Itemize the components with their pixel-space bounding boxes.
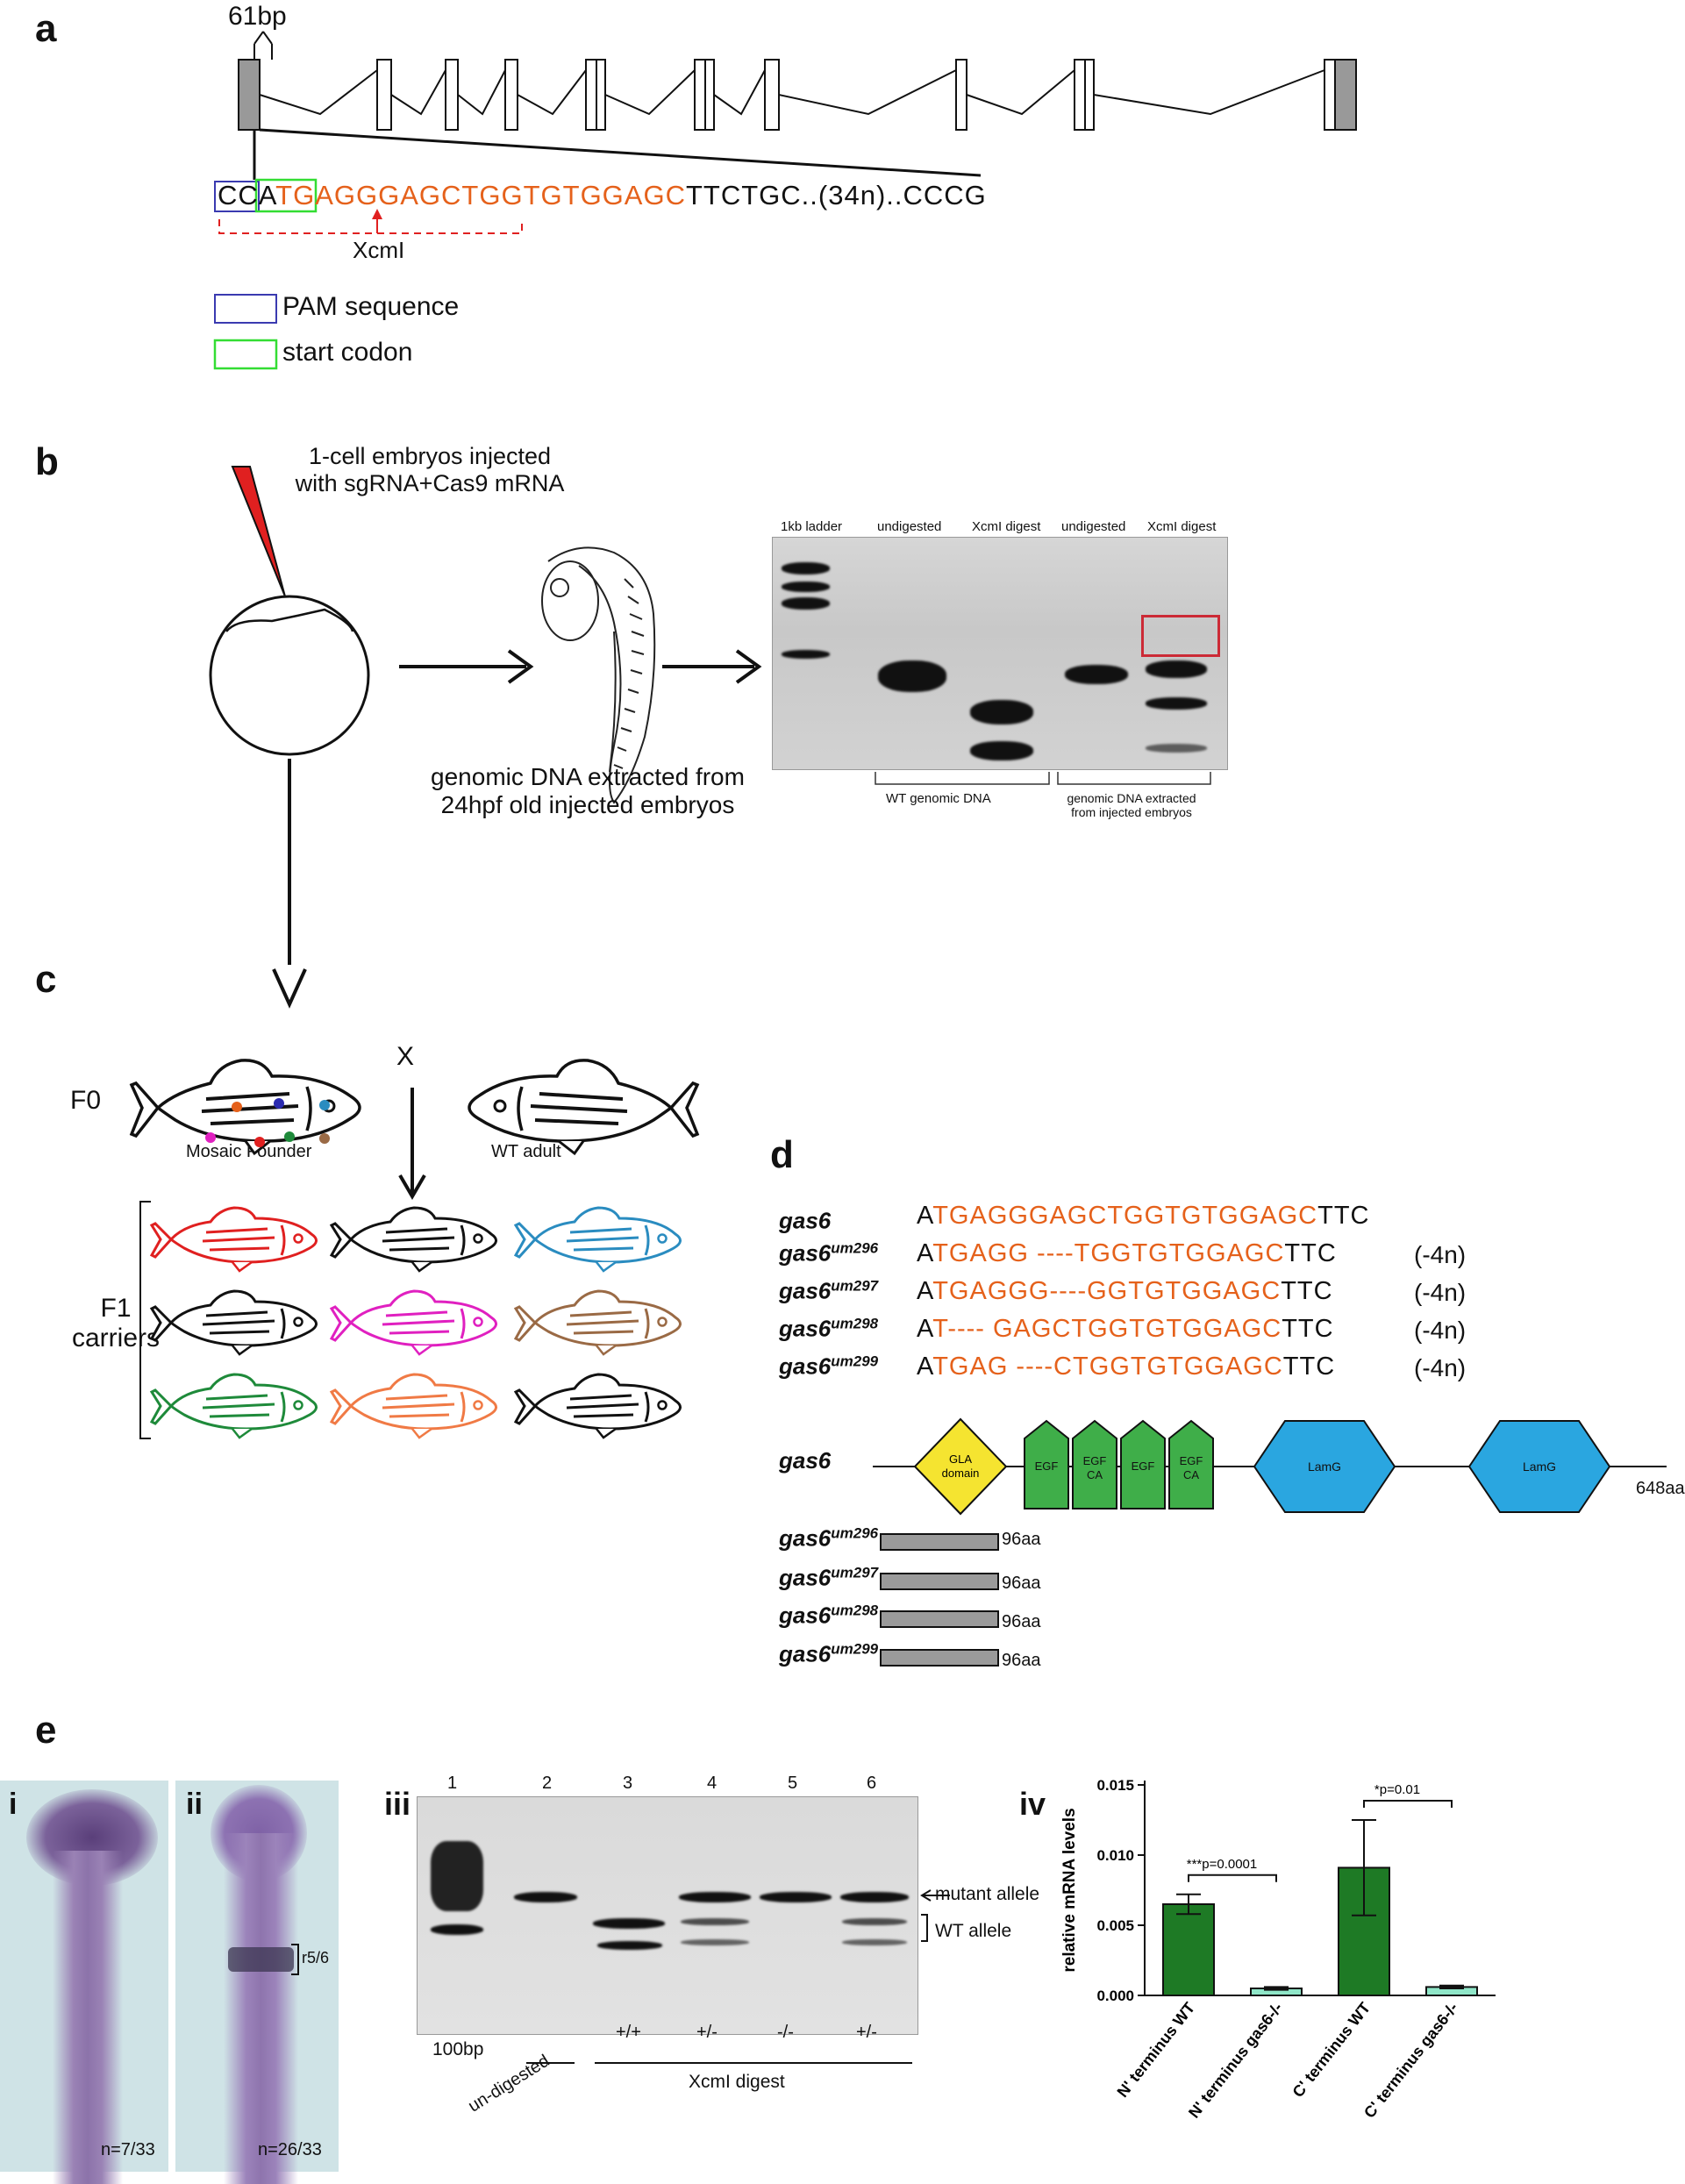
legend-pam-label: PAM sequence bbox=[282, 292, 460, 321]
pam-box bbox=[214, 181, 260, 212]
svg-text:EGF: EGF bbox=[1132, 1460, 1155, 1473]
truncated-row: gas6um297 bbox=[779, 1564, 879, 1591]
bp-label: 61bp bbox=[228, 2, 287, 31]
svg-text:EGF: EGF bbox=[1035, 1460, 1059, 1473]
group-injected: genomic DNA extracted from injected embr… bbox=[1067, 791, 1196, 819]
allele-row: gas6um296 bbox=[779, 1239, 879, 1267]
injection-text: 1-cell embryos injected with sgRNA+Cas9 … bbox=[295, 443, 565, 496]
svg-text:CA: CA bbox=[1087, 1468, 1103, 1481]
target-sequence: CCATGAGGGAGCTGGTGTGGAGCTTCTGC..(34n)..CC… bbox=[218, 180, 987, 211]
legend-pam-box bbox=[214, 294, 277, 324]
svg-text:EGF: EGF bbox=[1180, 1454, 1203, 1467]
24hpf-embryo-sketch bbox=[541, 546, 656, 804]
mutant-allele-label: mutant allele bbox=[935, 1884, 1040, 1904]
allele-row: gas6um297 bbox=[779, 1277, 879, 1304]
egf-domain-2 bbox=[1120, 1419, 1166, 1510]
y-tick-label: 0.010 bbox=[1096, 1847, 1134, 1864]
svg-text:LamG: LamG bbox=[1308, 1460, 1341, 1474]
panel-label-a: a bbox=[35, 7, 57, 50]
xcmi-digest-label: XcmI digest bbox=[689, 2072, 785, 2092]
breeding-diagram bbox=[130, 1058, 699, 1439]
embryo-diagram bbox=[209, 466, 762, 965]
exon-last bbox=[1334, 59, 1357, 131]
extract-text: genomic DNA extracted from 24hpf old inj… bbox=[431, 763, 745, 818]
x-tick-label: N' terminus WT bbox=[1114, 1999, 1199, 2101]
panel-label-d: d bbox=[770, 1133, 794, 1176]
allele-row: gas6um298 bbox=[779, 1315, 879, 1342]
svg-text:GLA: GLA bbox=[949, 1452, 972, 1466]
needle-icon bbox=[231, 466, 286, 597]
protein-domain-diagram: GLA domain EGF EGF CA EGF EGF CA LamG La… bbox=[873, 1417, 1667, 1516]
truncated-row: gas6um296 bbox=[779, 1524, 879, 1552]
significance-label: ***p=0.0001 bbox=[1187, 1857, 1258, 1872]
undigested-label: un-digested bbox=[465, 2051, 553, 2116]
allele-row: gas6 bbox=[779, 1207, 832, 1234]
svg-text:EGF: EGF bbox=[1083, 1454, 1107, 1467]
cross-symbol: X bbox=[396, 1042, 415, 1071]
wt-adult-label: WT adult bbox=[491, 1142, 561, 1161]
start-codon-box bbox=[254, 178, 318, 213]
y-tick-label: 0.005 bbox=[1096, 1917, 1134, 1934]
f1-fish-grid bbox=[150, 1206, 682, 1439]
truncated-bar bbox=[880, 1610, 999, 1628]
f1-label: F1 carriers bbox=[72, 1294, 161, 1353]
gel-b bbox=[772, 537, 1228, 770]
legend-start-label: start codon bbox=[282, 338, 413, 367]
egf-ca-domain-2 bbox=[1168, 1419, 1214, 1510]
truncated-row: gas6um299 bbox=[779, 1640, 879, 1667]
truncated-bar bbox=[880, 1649, 999, 1667]
xcmi-site-bracket bbox=[218, 219, 523, 234]
svg-text:LamG: LamG bbox=[1523, 1460, 1556, 1474]
x-tick-label: C' terminus gas6-/- bbox=[1360, 1999, 1461, 2121]
y-tick-label: 0.015 bbox=[1096, 1777, 1134, 1794]
mosaic-label: Mosaic Founder bbox=[186, 1142, 312, 1161]
n-i: n=7/33 bbox=[101, 2140, 155, 2159]
x-tick-label: C' terminus WT bbox=[1289, 1999, 1374, 2101]
exon-1 bbox=[238, 59, 261, 131]
bar bbox=[1162, 1903, 1215, 1996]
truncated-bar bbox=[880, 1533, 999, 1551]
n-ii: n=26/33 bbox=[258, 2140, 322, 2159]
legend-start-box bbox=[213, 339, 278, 370]
panel-label-c: c bbox=[35, 958, 57, 1001]
ladder-label: 100bp bbox=[432, 2039, 484, 2059]
wt-allele-label: WT allele bbox=[935, 1921, 1012, 1941]
significance-label: *p=0.01 bbox=[1374, 1782, 1420, 1797]
one-cell-embryo bbox=[209, 595, 370, 756]
egf-ca-domain-1 bbox=[1072, 1419, 1117, 1510]
egf-domain-1 bbox=[1024, 1419, 1069, 1510]
in-situ-image-ii bbox=[175, 1781, 339, 2184]
x-tick-label: N' terminus gas6-/- bbox=[1185, 1999, 1286, 2121]
panel-label-b: b bbox=[35, 440, 59, 483]
group-wt: WT genomic DNA bbox=[886, 791, 991, 806]
enzyme-label: XcmI bbox=[353, 237, 405, 263]
svg-text:domain: domain bbox=[942, 1467, 980, 1480]
in-situ-image-i bbox=[0, 1781, 168, 2184]
mrna-bar-chart: 0.000 0.005 0.010 0.015 relative mRNA levels… bbox=[1060, 1777, 1496, 2122]
gla-domain bbox=[913, 1417, 1008, 1516]
highlight-box bbox=[1141, 615, 1220, 657]
svg-text:CA: CA bbox=[1183, 1468, 1199, 1481]
truncated-row: gas6um298 bbox=[779, 1602, 879, 1629]
gel-e bbox=[417, 1796, 918, 2035]
significance-bracket bbox=[1363, 1800, 1453, 1808]
truncated-bar bbox=[880, 1573, 999, 1590]
r56-label: r5/6 bbox=[302, 1949, 330, 1966]
f0-label: F0 bbox=[70, 1086, 102, 1115]
y-tick-label: 0.000 bbox=[1096, 1988, 1134, 2004]
lamg-domain-1 bbox=[1253, 1420, 1396, 1513]
significance-bracket bbox=[1188, 1874, 1277, 1882]
protein-gene-label: gas6 bbox=[779, 1447, 832, 1474]
panel-label-e: e bbox=[35, 1709, 57, 1752]
lamg-domain-2 bbox=[1467, 1420, 1611, 1513]
y-axis-label: relative mRNA levels bbox=[1060, 1808, 1079, 1972]
gene-structure-diagram bbox=[213, 31, 1357, 370]
full-length-label: 648aa bbox=[1636, 1479, 1685, 1498]
allele-row: gas6um299 bbox=[779, 1353, 879, 1380]
